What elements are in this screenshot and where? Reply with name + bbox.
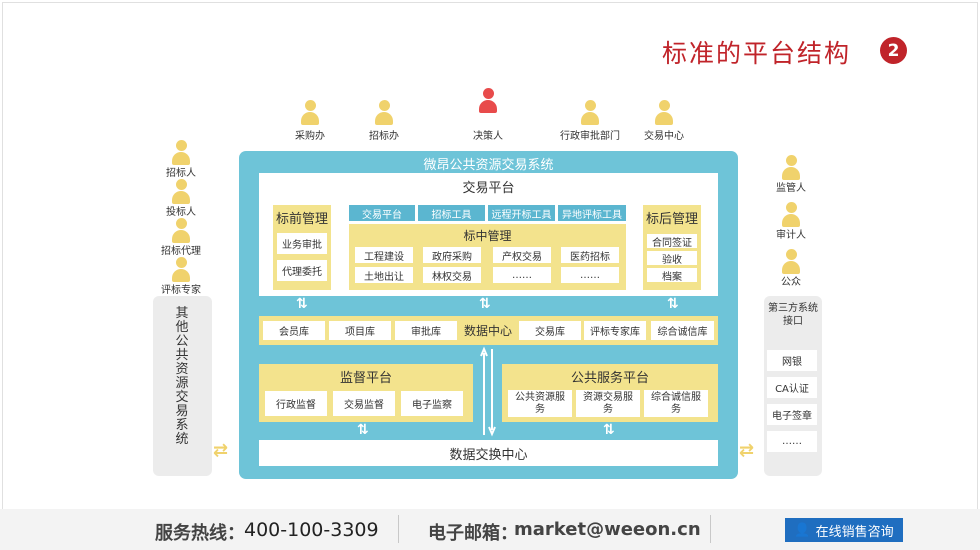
data-exchange-center: 数据交换中心 <box>259 440 718 466</box>
hotline-number[interactable]: 400-100-3309 <box>244 519 379 541</box>
arrow-trading-dc-center: ⇅ <box>479 296 491 312</box>
person-icon <box>171 257 191 283</box>
other-systems-panel <box>153 296 212 476</box>
person-icon <box>781 202 801 228</box>
post-bid-item: 合同签证 <box>647 234 697 249</box>
supervision-item: 交易监督 <box>333 391 395 416</box>
mid-bid-item: 工程建设 <box>355 247 413 263</box>
public-service-item: 公共资源服务 <box>508 390 572 417</box>
supervision-title: 监督平台 <box>339 370 392 386</box>
mid-bid-item: …… <box>493 267 551 283</box>
right-role-label: 监管人 <box>776 182 806 194</box>
person-icon <box>781 249 801 275</box>
data-center-item: 会员库 <box>263 321 325 340</box>
mid-bid-item: …… <box>561 267 619 283</box>
mid-bid-item: 土地出让 <box>355 267 413 283</box>
right-role-label: 公众 <box>781 276 801 288</box>
public-service-title: 公共服务平台 <box>570 370 649 386</box>
person-icon <box>171 140 191 166</box>
right-exchange-arrow: ⇄ <box>739 440 755 461</box>
person-icon <box>654 100 674 126</box>
tool-tab[interactable]: 远程开标工具 <box>488 205 555 221</box>
data-center-item: 交易库 <box>519 321 581 340</box>
other-systems-label: 其他公共资源交易系统 <box>175 306 189 447</box>
supervision-item: 电子监察 <box>401 391 463 416</box>
supervision-item: 行政监督 <box>265 391 327 416</box>
arrow-trading-dc-right: ⇅ <box>667 296 679 312</box>
arrow-trading-dc-left: ⇅ <box>296 296 308 312</box>
person-icon <box>171 179 191 205</box>
person-icon <box>374 100 394 126</box>
top-role-label: 决策人 <box>473 130 503 142</box>
online-consult-label: 在线销售咨询 <box>815 524 894 540</box>
page-number-badge: 2 <box>880 37 907 64</box>
data-center-item: 审批库 <box>395 321 457 340</box>
interface-item: 电子签章 <box>767 404 817 425</box>
main-system-title: 微昂公共资源交易系统 <box>423 157 554 173</box>
pre-bid-title: 标前管理 <box>275 211 328 227</box>
interface-item: 网银 <box>767 350 817 371</box>
mid-bid-item: 产权交易 <box>493 247 551 263</box>
data-center-label: 数据中心 <box>463 323 512 338</box>
post-bid-title: 标后管理 <box>645 211 698 227</box>
third-party-title: 第三方系统接口 <box>768 303 818 327</box>
public-service-item: 资源交易服务 <box>576 390 640 417</box>
data-center-item: 评标专家库 <box>584 321 646 340</box>
post-bid-item: 验收 <box>647 251 697 266</box>
vertical-exchange-arrow <box>480 345 496 438</box>
person-icon <box>171 218 191 244</box>
person-icon <box>580 100 600 126</box>
online-consult-button[interactable]: 👤 在线销售咨询 <box>785 518 903 542</box>
page-title: 标准的平台结构 <box>662 39 852 68</box>
pre-bid-item: 代理委托 <box>277 260 327 281</box>
mid-bid-title: 标中管理 <box>463 228 512 243</box>
left-exchange-arrow: ⇄ <box>213 440 229 461</box>
interface-item: …… <box>767 431 817 452</box>
post-bid-item: 档案 <box>647 268 697 283</box>
arrow-public-exchange: ⇅ <box>603 422 615 438</box>
email-address[interactable]: market@weeon.cn <box>514 519 701 540</box>
right-role-label: 审计人 <box>776 229 806 241</box>
top-role-label: 采购办 <box>295 130 325 142</box>
mid-bid-item: 政府采购 <box>423 247 481 263</box>
tool-tab[interactable]: 招标工具 <box>418 205 485 221</box>
arrow-supervision-exchange: ⇅ <box>357 422 369 438</box>
footer-separator <box>710 515 711 543</box>
top-role-label: 交易中心 <box>644 130 684 142</box>
footer-separator <box>398 515 399 543</box>
left-role-label: 招标人 <box>166 167 196 179</box>
data-center-item: 综合诚信库 <box>651 321 714 340</box>
top-role-label: 行政审批部门 <box>560 130 620 142</box>
mid-bid-item: 林权交易 <box>423 267 481 283</box>
interface-item: CA认证 <box>767 377 817 398</box>
person-icon <box>781 155 801 181</box>
email-label: 电子邮箱： <box>428 523 518 544</box>
tool-tab[interactable]: 交易平台 <box>349 205 415 221</box>
data-center-item: 项目库 <box>329 321 391 340</box>
tool-tab[interactable]: 异地评标工具 <box>558 205 626 221</box>
hotline-label: 服务热线： <box>155 523 245 544</box>
mid-bid-item: 医药招标 <box>561 247 619 263</box>
left-role-label: 投标人 <box>166 206 196 218</box>
pre-bid-item: 业务审批 <box>277 233 327 254</box>
person-icon <box>478 88 498 114</box>
public-service-item: 综合诚信服务 <box>644 390 708 417</box>
left-role-label: 招标代理 <box>161 245 201 257</box>
left-role-label: 评标专家 <box>161 284 201 296</box>
person-icon <box>300 100 320 126</box>
top-role-label: 招标办 <box>369 130 399 142</box>
trading-platform-title: 交易平台 <box>462 180 515 196</box>
customer-service-icon: 👤 <box>794 522 811 538</box>
